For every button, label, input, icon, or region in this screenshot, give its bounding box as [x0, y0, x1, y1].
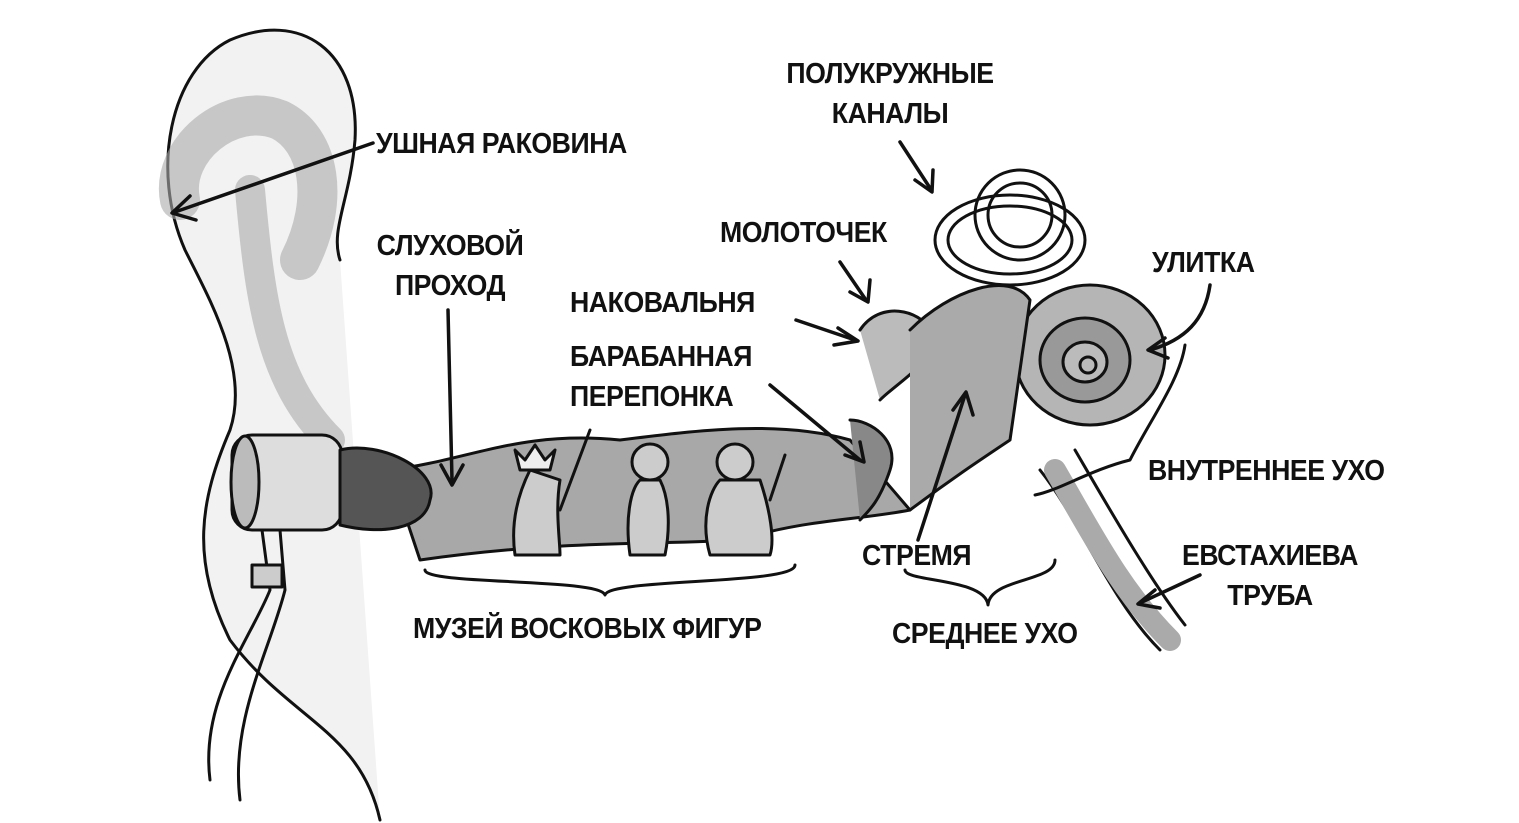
middle-ear-brace	[903, 558, 1057, 607]
label-middle-ear: СРЕДНЕЕ УХО	[892, 618, 1078, 650]
label-cochlea: УЛИТКА	[1152, 247, 1255, 279]
label-eustachian-tube: ЕВСТАХИЕВА ТРУБА	[1169, 536, 1371, 616]
label-auricle: УШНАЯ РАКОВИНА	[376, 128, 627, 160]
label-line: ПОЛУКРУЖНЫЕ	[786, 58, 994, 90]
label-stapes: СТРЕМЯ	[862, 540, 972, 572]
label-line: ТРУБА	[1227, 580, 1313, 612]
label-incus: НАКОВАЛЬНЯ	[570, 287, 755, 319]
label-ear-canal: СЛУХОВОЙ ПРОХОД	[358, 226, 542, 306]
label-eardrum: БАРАБАННАЯ ПЕРЕПОНКА	[570, 337, 752, 417]
semicircular-canals-shape	[933, 168, 1087, 287]
cochlea-shape	[1013, 283, 1167, 427]
label-line: ЕВСТАХИЕВА	[1182, 540, 1358, 572]
label-malleus: МОЛОТОЧЕК	[720, 217, 887, 249]
label-line: БАРАБАННАЯ	[570, 341, 752, 373]
wax-museum-brace	[423, 563, 797, 597]
label-line: СЛУХОВОЙ	[376, 230, 524, 262]
wax-figures	[512, 428, 787, 557]
label-line: КАНАЛЫ	[831, 98, 949, 130]
label-inner-ear: ВНУТРЕННЕЕ УХО	[1148, 455, 1385, 487]
label-line: ПЕРЕПОНКА	[570, 381, 734, 413]
label-line: ПРОХОД	[394, 270, 506, 302]
label-wax-museum: МУЗЕЙ ВОСКОВЫХ ФИГУР	[413, 613, 762, 645]
label-semicircular-canals: ПОЛУКРУЖНЫЕ КАНАЛЫ	[770, 54, 1009, 134]
inner-ear-brace	[1033, 343, 1187, 497]
pointer-arrows	[170, 140, 1212, 610]
